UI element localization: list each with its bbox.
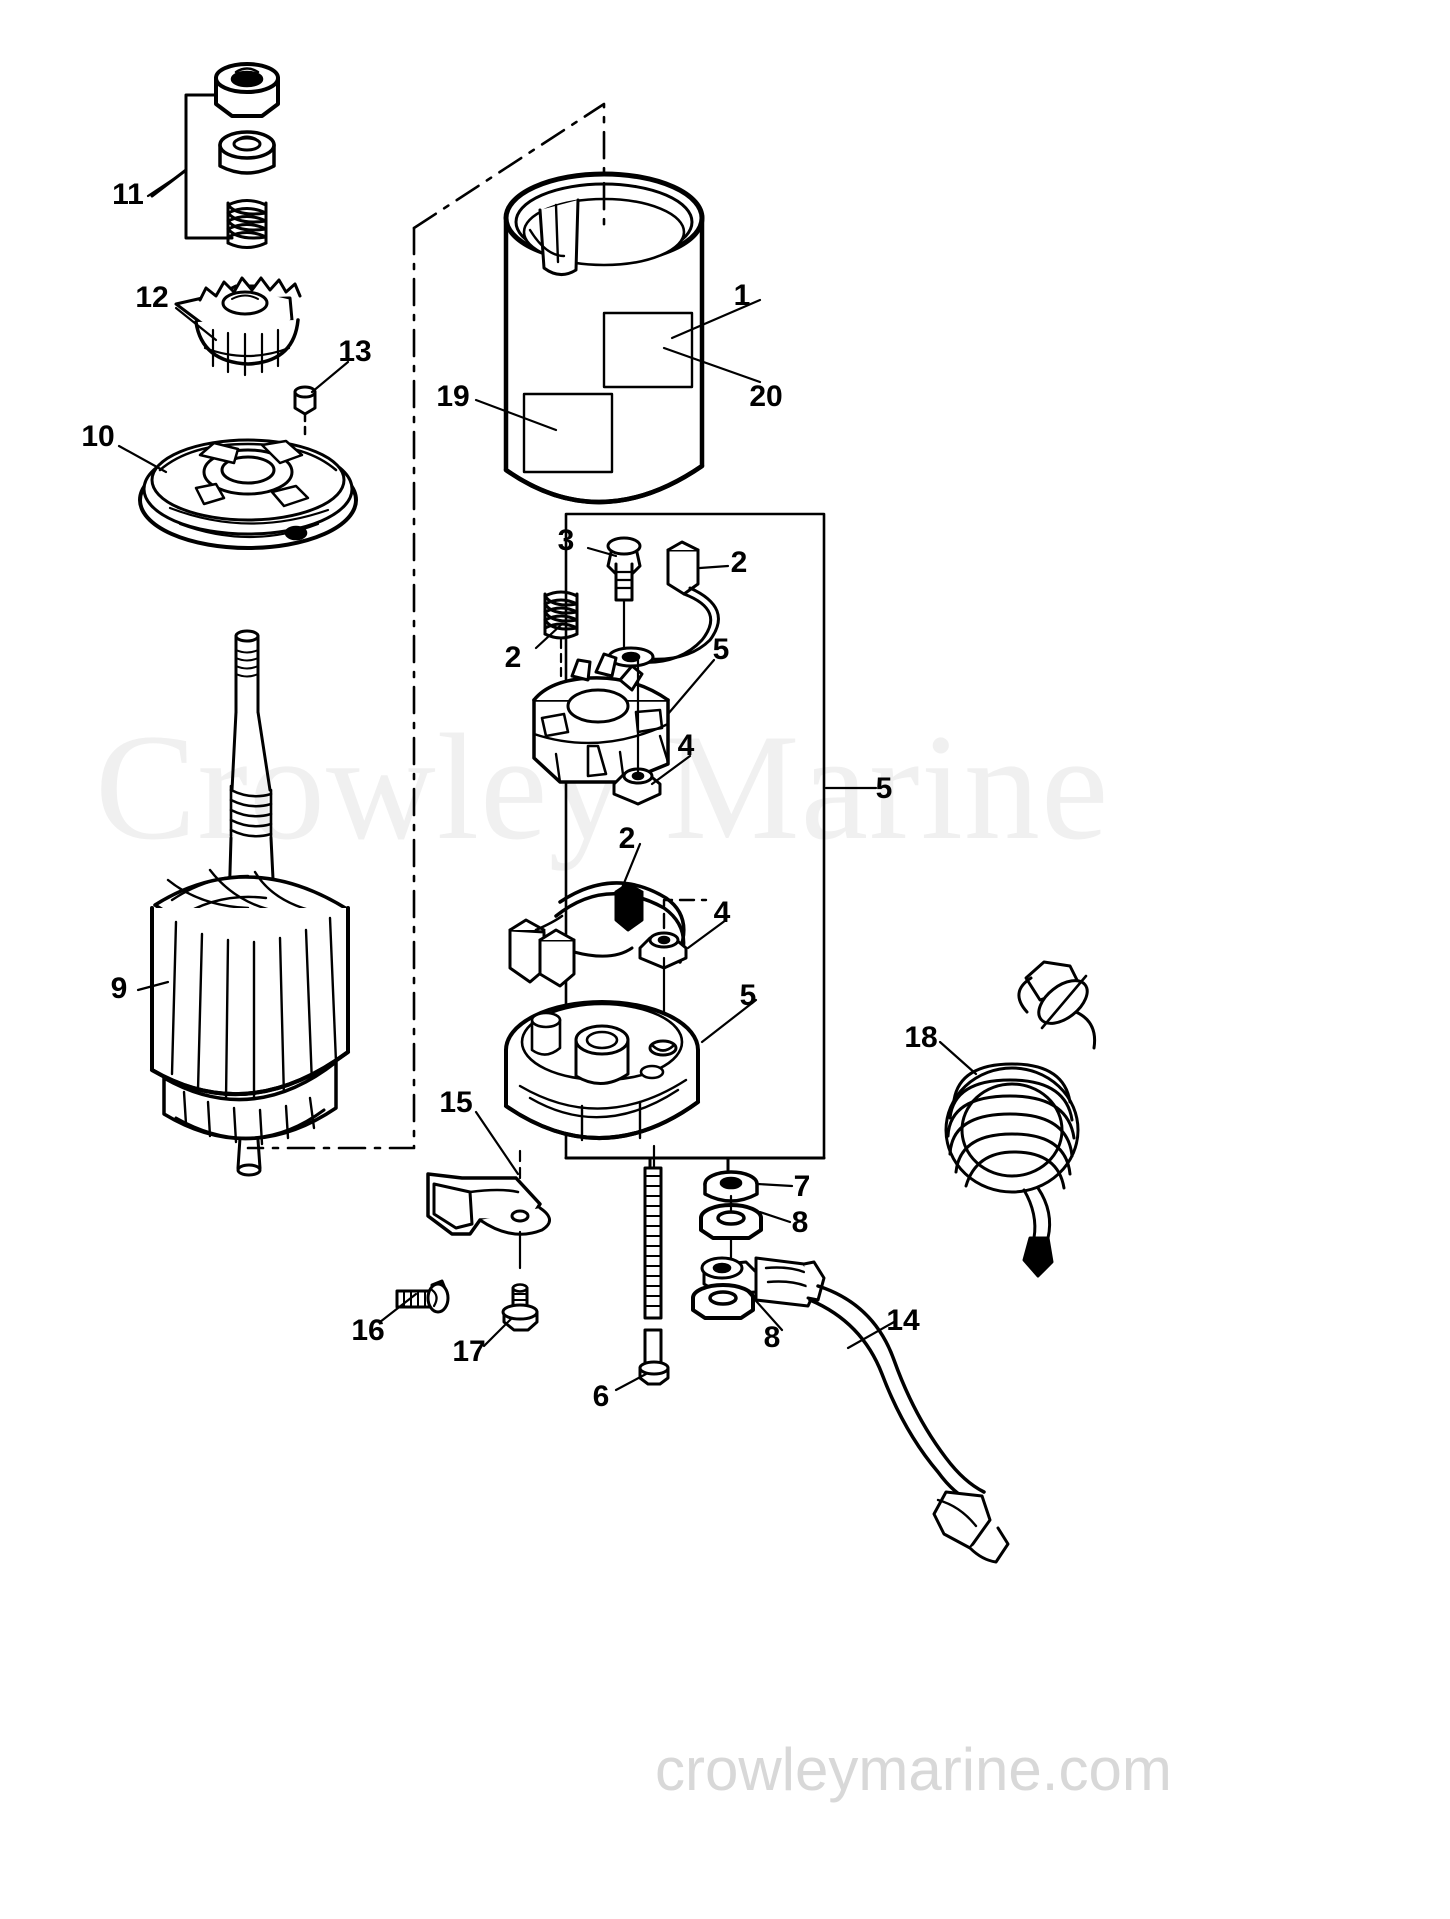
callout-14: 14 (886, 1304, 920, 1337)
part-5-brush-holder-plate (532, 652, 670, 784)
callout-1: 1 (734, 279, 751, 312)
part-14-battery-cable (700, 1256, 1010, 1564)
callout-2c: 2 (619, 822, 636, 855)
callout-10: 10 (81, 420, 114, 453)
callout-4b: 4 (714, 896, 731, 929)
callout-2a: 2 (731, 546, 748, 579)
part-12-drive-pinion (174, 276, 302, 377)
callout-16: 16 (351, 1314, 384, 1347)
part-11-nut-washer-spring (150, 62, 280, 249)
part-17-bolt (501, 1283, 539, 1332)
part-8-hex-nut-upper (699, 1194, 763, 1264)
part-9-armature (150, 629, 350, 1177)
callout-3: 3 (558, 524, 575, 557)
callout-15: 15 (439, 1086, 472, 1119)
callout-5c: 5 (740, 979, 757, 1012)
callout-9: 9 (111, 972, 128, 1005)
callout-12: 12 (135, 281, 168, 314)
part-13-pin (293, 385, 317, 438)
callout-8a: 8 (792, 1206, 809, 1239)
callout-2b: 2 (505, 641, 522, 674)
part-5-end-cap (504, 1000, 700, 1142)
part-16-screw (395, 1279, 450, 1314)
callout-5a: 5 (713, 633, 730, 666)
part-8-hex-nut-lower (691, 1283, 755, 1320)
callout-7: 7 (794, 1170, 811, 1203)
callout-4a: 4 (678, 729, 695, 762)
part-4-insulator-lower (638, 898, 708, 1050)
part-2-brush-upper (607, 540, 720, 668)
watermark-crowleymarine-com: crowleymarine.com (655, 1736, 1172, 1803)
part-15-bracket (426, 1148, 551, 1270)
part-3-screw (606, 536, 642, 662)
part-2-brush-set-lower (508, 881, 686, 988)
part-10-drive-end-head (138, 438, 358, 550)
callout-11: 11 (112, 178, 144, 211)
callout-6: 6 (593, 1380, 610, 1413)
callout-19: 19 (436, 380, 469, 413)
part-7-flat-washer (703, 1170, 759, 1203)
callout-13: 13 (338, 335, 371, 368)
part-18-coiled-lead (944, 960, 1097, 1278)
callout-17: 17 (452, 1335, 485, 1368)
part-4-insulator-upper (612, 658, 662, 806)
callout-18: 18 (904, 1021, 937, 1054)
part-6-through-bolt (638, 1144, 670, 1386)
callout-8b: 8 (764, 1321, 781, 1354)
callout-20: 20 (749, 380, 782, 413)
callout-5b: 5 (876, 772, 893, 805)
